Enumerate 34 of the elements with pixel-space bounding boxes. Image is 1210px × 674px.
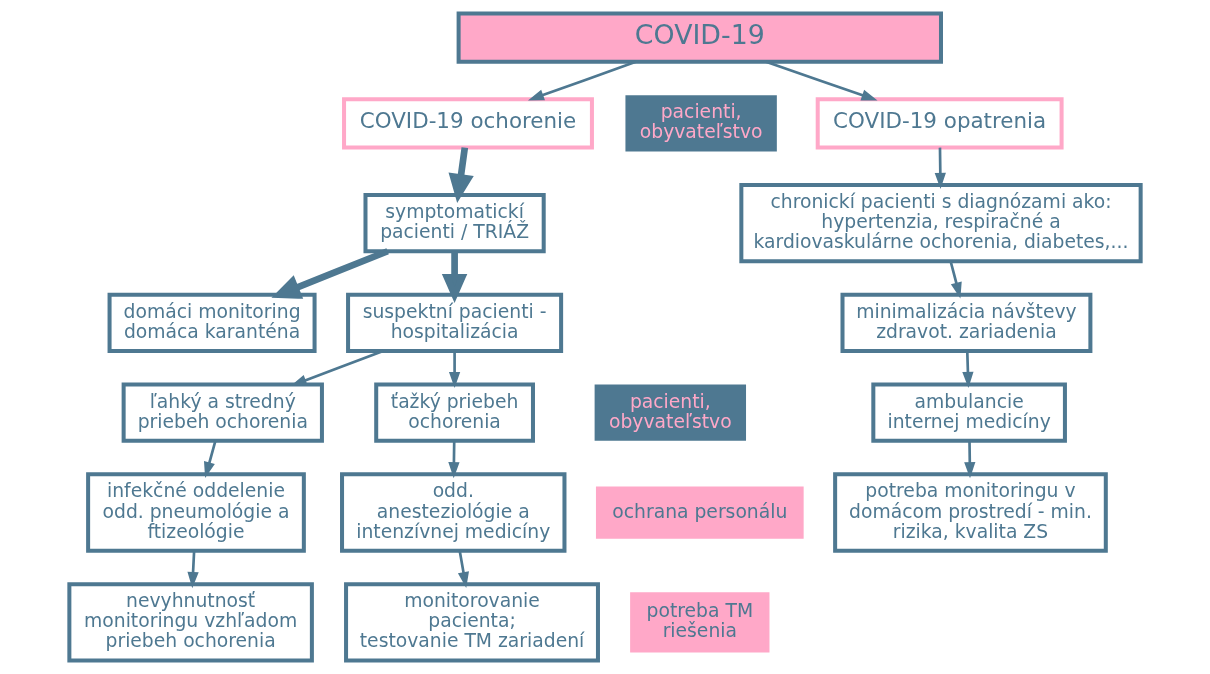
node-box: domáci monitoring domáca karanténa (107, 292, 317, 354)
arrow (448, 147, 474, 204)
node-box: potreba TM riešenia (630, 592, 770, 653)
node-box: minimalizácia návštevy zdravot. zariadenia (840, 292, 1093, 354)
arrow (441, 251, 468, 304)
arrow (448, 441, 460, 479)
node-box: COVID-19 ochorenie (342, 97, 594, 150)
arrow (765, 60, 878, 101)
arrow (448, 351, 461, 389)
node-box: ľahký a stredný priebeh ochorenia (121, 382, 324, 443)
node-box: COVID-19 (456, 11, 943, 64)
arrow (964, 441, 976, 479)
node-box: ťažký priebeh ochorenia (374, 382, 535, 443)
node-box: pacienti, obyvateľstvo (594, 384, 747, 441)
arrow (962, 351, 974, 389)
arrow (934, 147, 946, 189)
node-box: infekčné oddelenie odd. pneumológie a ftizeológie (86, 472, 306, 553)
node-box: suspektní pacienti - hospitalizácia (346, 292, 564, 354)
node-box: pacienti, obyvateľstvo (625, 95, 777, 152)
arrow (949, 261, 962, 299)
arrow (527, 60, 637, 101)
node-box: symptomatickí pacienti / TRIÁŽ (363, 192, 546, 254)
arrow (203, 440, 217, 479)
node-box: chronickí pacienti s diagnózami ako: hypertenzia, respiračné a kardiovaskulárne ochorenia, diabetes,... (739, 182, 1143, 264)
node-box: monitorovanie pacienta; testovanie TM zariadení (344, 582, 600, 663)
node-box: potreba monitoringu v domácom prostredí - min. rizika, kvalita ZS (833, 472, 1108, 553)
node-box: ochrana personálu (595, 486, 804, 539)
node-box: COVID-19 opatrenia (815, 97, 1064, 150)
arrow (457, 550, 470, 589)
arrow (271, 248, 389, 299)
node-box: ambulancie internej medicíny (871, 382, 1067, 443)
node-box: odd. anesteziológie a intenzívnej medicíny (340, 472, 567, 553)
arrow (187, 550, 199, 589)
node-box: nevyhnutnosť monitoringu vzhľadom priebeh ochorenia (67, 582, 314, 663)
